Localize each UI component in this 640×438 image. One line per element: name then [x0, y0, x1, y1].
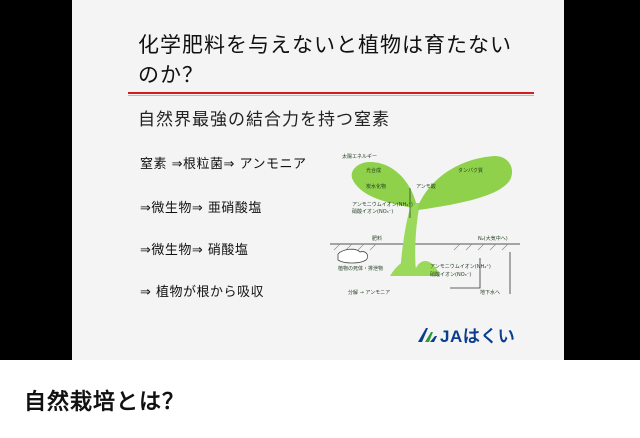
- step-4: ⇒ 植物が根から吸収: [140, 285, 265, 300]
- label-dead-plants: 植物の死体・排泄物: [338, 265, 383, 272]
- presentation-slide: 化学肥料を与えないと植物は育たないのか？ 自然界最強の結合力を持つ窒素 窒素 ⇒…: [72, 0, 564, 360]
- left-leaf: [351, 162, 416, 208]
- step-2: ⇒微生物⇒ 亜硝酸塩: [140, 201, 262, 216]
- label-protein: タンパク質: [458, 167, 483, 174]
- step-1: 窒素 ⇒根粒菌⇒ アンモニア: [140, 157, 307, 172]
- video-title: 自然栽培とは？: [24, 390, 186, 415]
- label-sun-energy: 太陽エネルギー: [342, 153, 377, 160]
- ja-logo-icon: [418, 327, 437, 342]
- dead-plant-icon: [337, 248, 368, 264]
- title-underline-shadow: [128, 95, 534, 96]
- right-leaf: [418, 156, 513, 210]
- label-ammonia: アンモ酸: [416, 183, 436, 190]
- label-decompose: 分解 → アンモニア: [348, 289, 390, 296]
- label-groundwater: 地下水へ: [480, 289, 500, 296]
- label-carbohydrate: 炭水化物: [366, 183, 386, 190]
- slide-title: 化学肥料を与えないと植物は育たないのか？: [138, 33, 512, 87]
- label-photosynthesis: 光合成: [366, 167, 381, 174]
- video-player[interactable]: 化学肥料を与えないと植物は育たないのか？ 自然界最強の結合力を持つ窒素 窒素 ⇒…: [0, 0, 640, 360]
- label-ammonium: アンモニウムイオン(NH₄⁺): [352, 201, 413, 208]
- label-n2: N₂(大気中へ): [478, 235, 508, 242]
- nitrogen-cycle-diagram: 太陽エネルギー 光合成 炭水化物 アンモ酸 タンパク質 アンモニウムイオン(NH…: [330, 153, 520, 296]
- label-nitrate: 硝酸イオン(NO₃⁻): [352, 208, 393, 215]
- label-ammonium-soil: アンモニウムイオン(NH₄⁺): [430, 263, 491, 270]
- label-fertilizer: 肥料: [372, 235, 382, 242]
- step-3: ⇒微生物⇒ 硝酸塩: [140, 243, 249, 258]
- slide-subtitle: 自然界最強の結合力を持つ窒素: [138, 110, 390, 130]
- logo-text: JAはくい: [440, 327, 516, 346]
- arrow-cycle: [450, 258, 481, 289]
- soil-hatching: [333, 243, 509, 251]
- roots: [390, 261, 440, 276]
- title-underline: [128, 92, 534, 94]
- sprout-stem: [400, 203, 420, 273]
- label-nitrate-soil: 硝酸イオン(NO₃⁻): [430, 271, 471, 278]
- ja-hakui-logo: JAはくい: [416, 322, 515, 347]
